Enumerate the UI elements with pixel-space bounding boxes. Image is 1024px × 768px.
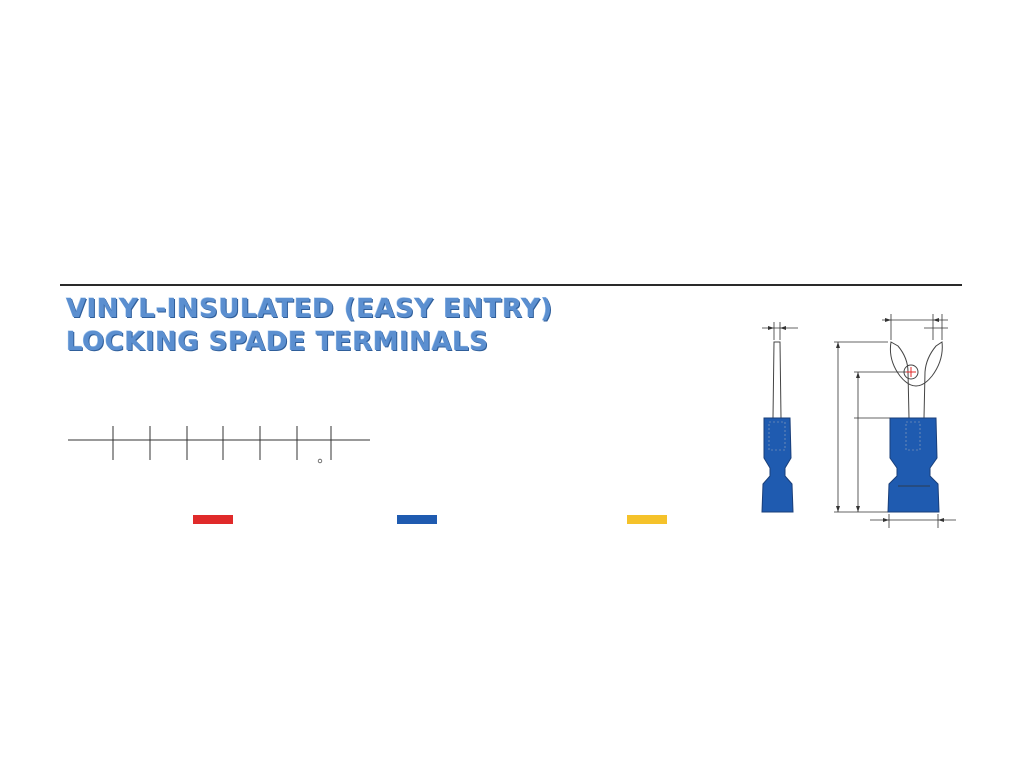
red-color-swatch xyxy=(193,515,233,524)
dim-arrow xyxy=(836,342,840,348)
dim-arrow xyxy=(856,506,860,512)
header-rule xyxy=(60,284,962,286)
yellow-color-swatch xyxy=(627,515,667,524)
dim-arrow xyxy=(883,518,889,522)
dim-arrow xyxy=(836,506,840,512)
terminal-drawing xyxy=(761,314,956,528)
dim-arrow xyxy=(768,326,774,330)
page-title-line-2: LOCKING SPADE TERMINALS xyxy=(66,327,489,357)
side-view-insulation xyxy=(761,417,794,513)
front-view-fork xyxy=(889,341,943,419)
table-ruler xyxy=(68,426,370,464)
dim-arrow xyxy=(938,518,944,522)
dim-arrow xyxy=(885,318,891,322)
side-view-barrel-hidden-line xyxy=(768,421,786,451)
side-view-blade xyxy=(772,341,782,419)
page-title-line-1: VINYL-INSULATED (EASY ENTRY) xyxy=(66,294,553,324)
dim-arrow xyxy=(933,318,939,322)
dim-arrow xyxy=(856,372,860,378)
front-view-insulation xyxy=(887,417,940,513)
small-circle-mark xyxy=(317,458,323,464)
front-view-barrel-hidden-line xyxy=(905,421,921,451)
dim-arrow xyxy=(780,326,786,330)
blue-color-swatch xyxy=(397,515,437,524)
